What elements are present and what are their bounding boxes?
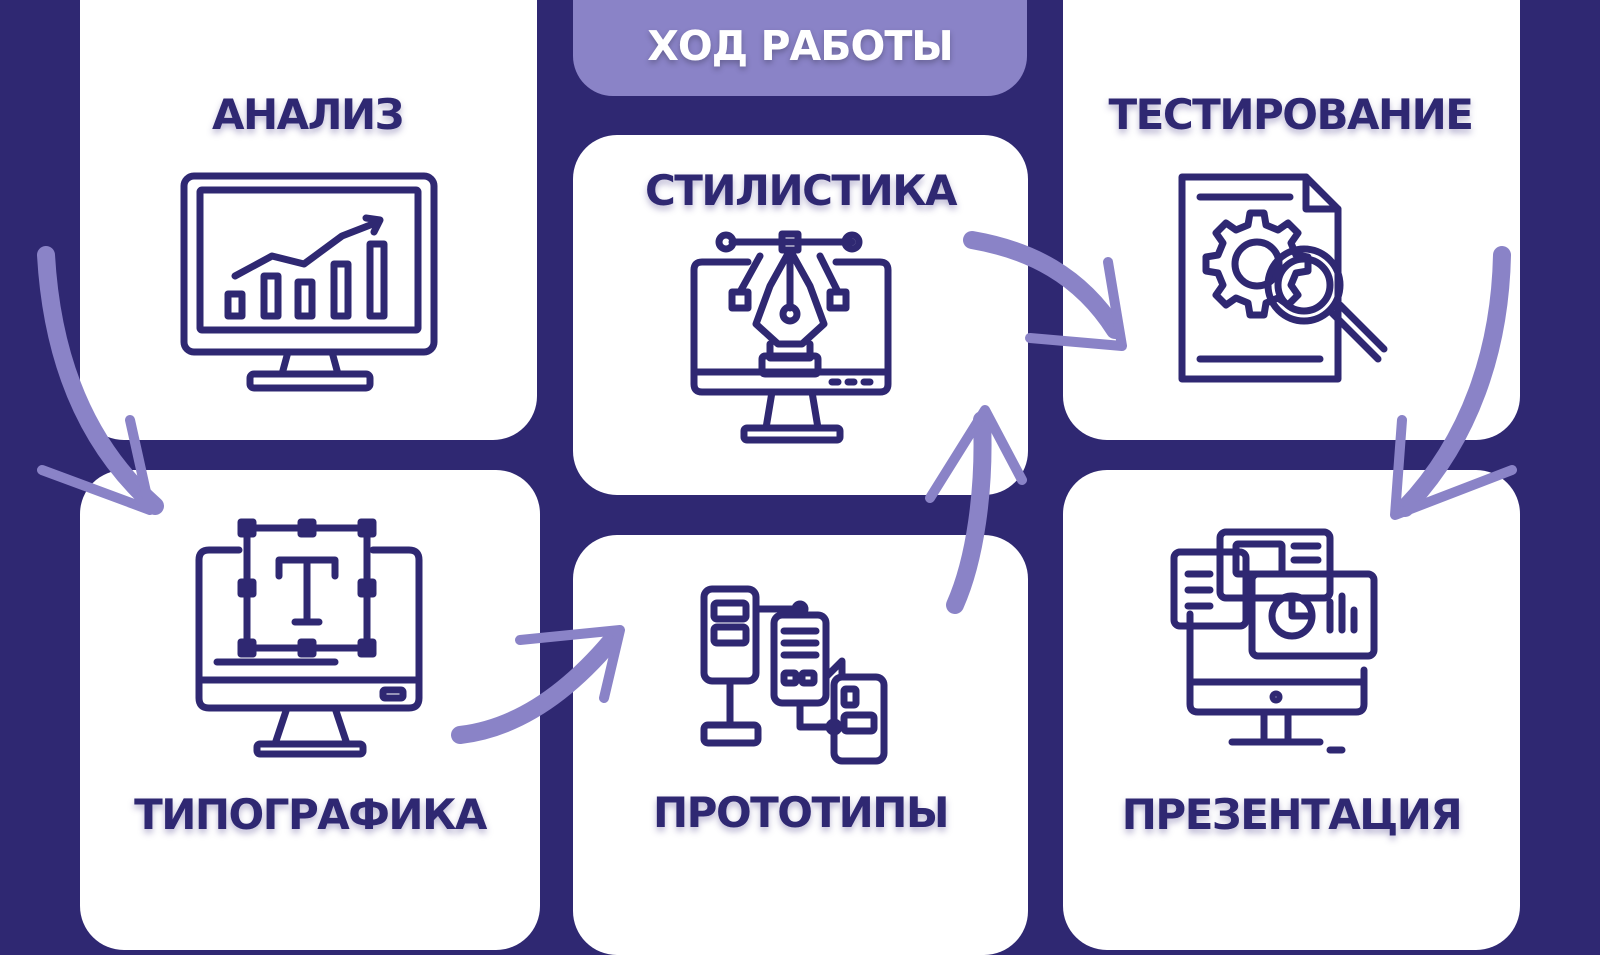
document-gear-search-icon [1178, 173, 1388, 383]
pen-tool-monitor-icon [690, 230, 892, 444]
chart-monitor-icon [180, 172, 438, 392]
header-tab [573, 0, 1027, 96]
wireframe-flow-icon [700, 585, 888, 765]
step-label-analysis: АНАЛИЗ [211, 90, 405, 139]
step-label-testing: ТЕСТИРОВАНИЕ [1108, 90, 1474, 139]
arrow-stylistics-to-testing [963, 231, 1127, 351]
arrow-typography-to-prototypes [451, 625, 625, 744]
step-label-stylistics: СТИЛИСТИКА [644, 166, 958, 215]
page-title: ХОД РАБОТЫ [647, 22, 954, 70]
card-stylistics [573, 135, 1028, 495]
presentation-monitor-icon [1170, 528, 1378, 754]
text-monitor-icon [195, 518, 423, 758]
step-label-typography: ТИПОГРАФИКА [134, 790, 487, 839]
card-analysis [80, 0, 537, 440]
step-label-presentation: ПРЕЗЕНТАЦИЯ [1121, 790, 1463, 839]
arrow-prototypes-to-stylistics [925, 405, 1027, 614]
arrow-analysis-to-typography [37, 246, 164, 515]
step-label-prototypes: ПРОТОТИПЫ [653, 788, 949, 837]
card-testing [1063, 0, 1520, 440]
arrow-testing-to-presentation [1390, 246, 1517, 520]
